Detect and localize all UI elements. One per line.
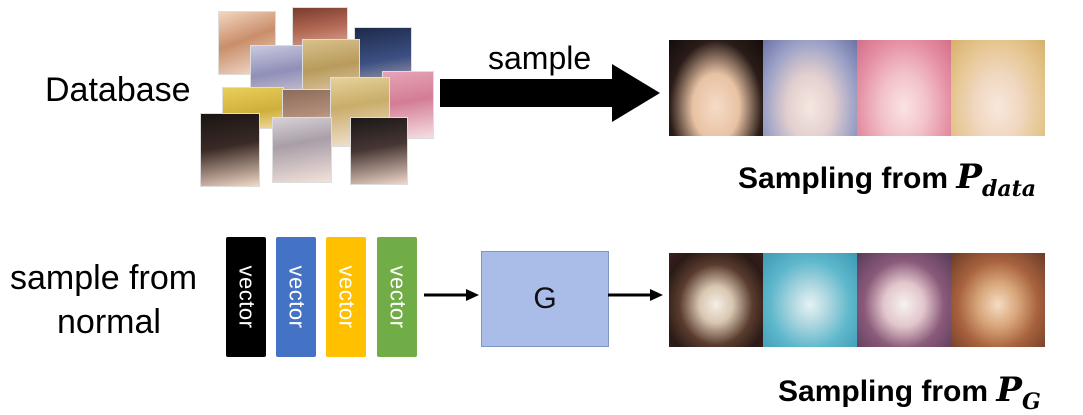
- vector-label: vector: [385, 265, 411, 329]
- vector-label: vector: [334, 265, 360, 329]
- vector-block-black: vector: [226, 237, 266, 357]
- real-sample-image: [857, 40, 951, 136]
- normal-source-label-line1: sample from: [10, 259, 198, 297]
- database-image: [218, 11, 276, 75]
- generator-caption-text: Sampling from: [778, 375, 997, 408]
- vector-block-blue: vector: [276, 237, 316, 357]
- generator-caption: Sampling from PG: [778, 370, 1041, 415]
- generated-samples-strip: [669, 253, 1045, 347]
- database-image: [350, 117, 408, 185]
- generated-sample-image: [669, 253, 763, 347]
- database-image: [272, 117, 332, 183]
- database-image: [200, 113, 260, 187]
- database-collage: [196, 5, 436, 187]
- real-sample-image: [951, 40, 1045, 136]
- generated-sample-image: [951, 253, 1045, 347]
- sample-arrow-label: sample: [488, 40, 592, 76]
- vectors-to-generator-arrow: [424, 289, 479, 301]
- data-caption-var: P: [956, 157, 982, 197]
- generated-sample-image: [857, 253, 951, 347]
- vector-block-green: vector: [377, 237, 417, 357]
- real-sample-image: [669, 40, 763, 136]
- generator-caption-sub: G: [1021, 389, 1041, 415]
- vector-label: vector: [234, 265, 260, 329]
- data-caption-text: Sampling from: [738, 162, 957, 195]
- vector-block-yellow: vector: [326, 237, 366, 357]
- generator-caption-var: P: [996, 370, 1022, 410]
- database-label: Database: [45, 71, 191, 109]
- generator-label: G: [533, 282, 557, 315]
- generator-to-output-arrow: [608, 289, 663, 301]
- vector-label: vector: [284, 265, 310, 329]
- real-sample-image: [763, 40, 857, 136]
- data-caption-sub: data: [981, 176, 1036, 202]
- data-caption: Sampling from Pdata: [738, 157, 1036, 202]
- normal-source-label-line2: normal: [57, 303, 161, 341]
- generator-box: G: [481, 251, 609, 347]
- sample-arrow: [440, 64, 660, 122]
- real-samples-strip: [669, 40, 1045, 136]
- generated-sample-image: [763, 253, 857, 347]
